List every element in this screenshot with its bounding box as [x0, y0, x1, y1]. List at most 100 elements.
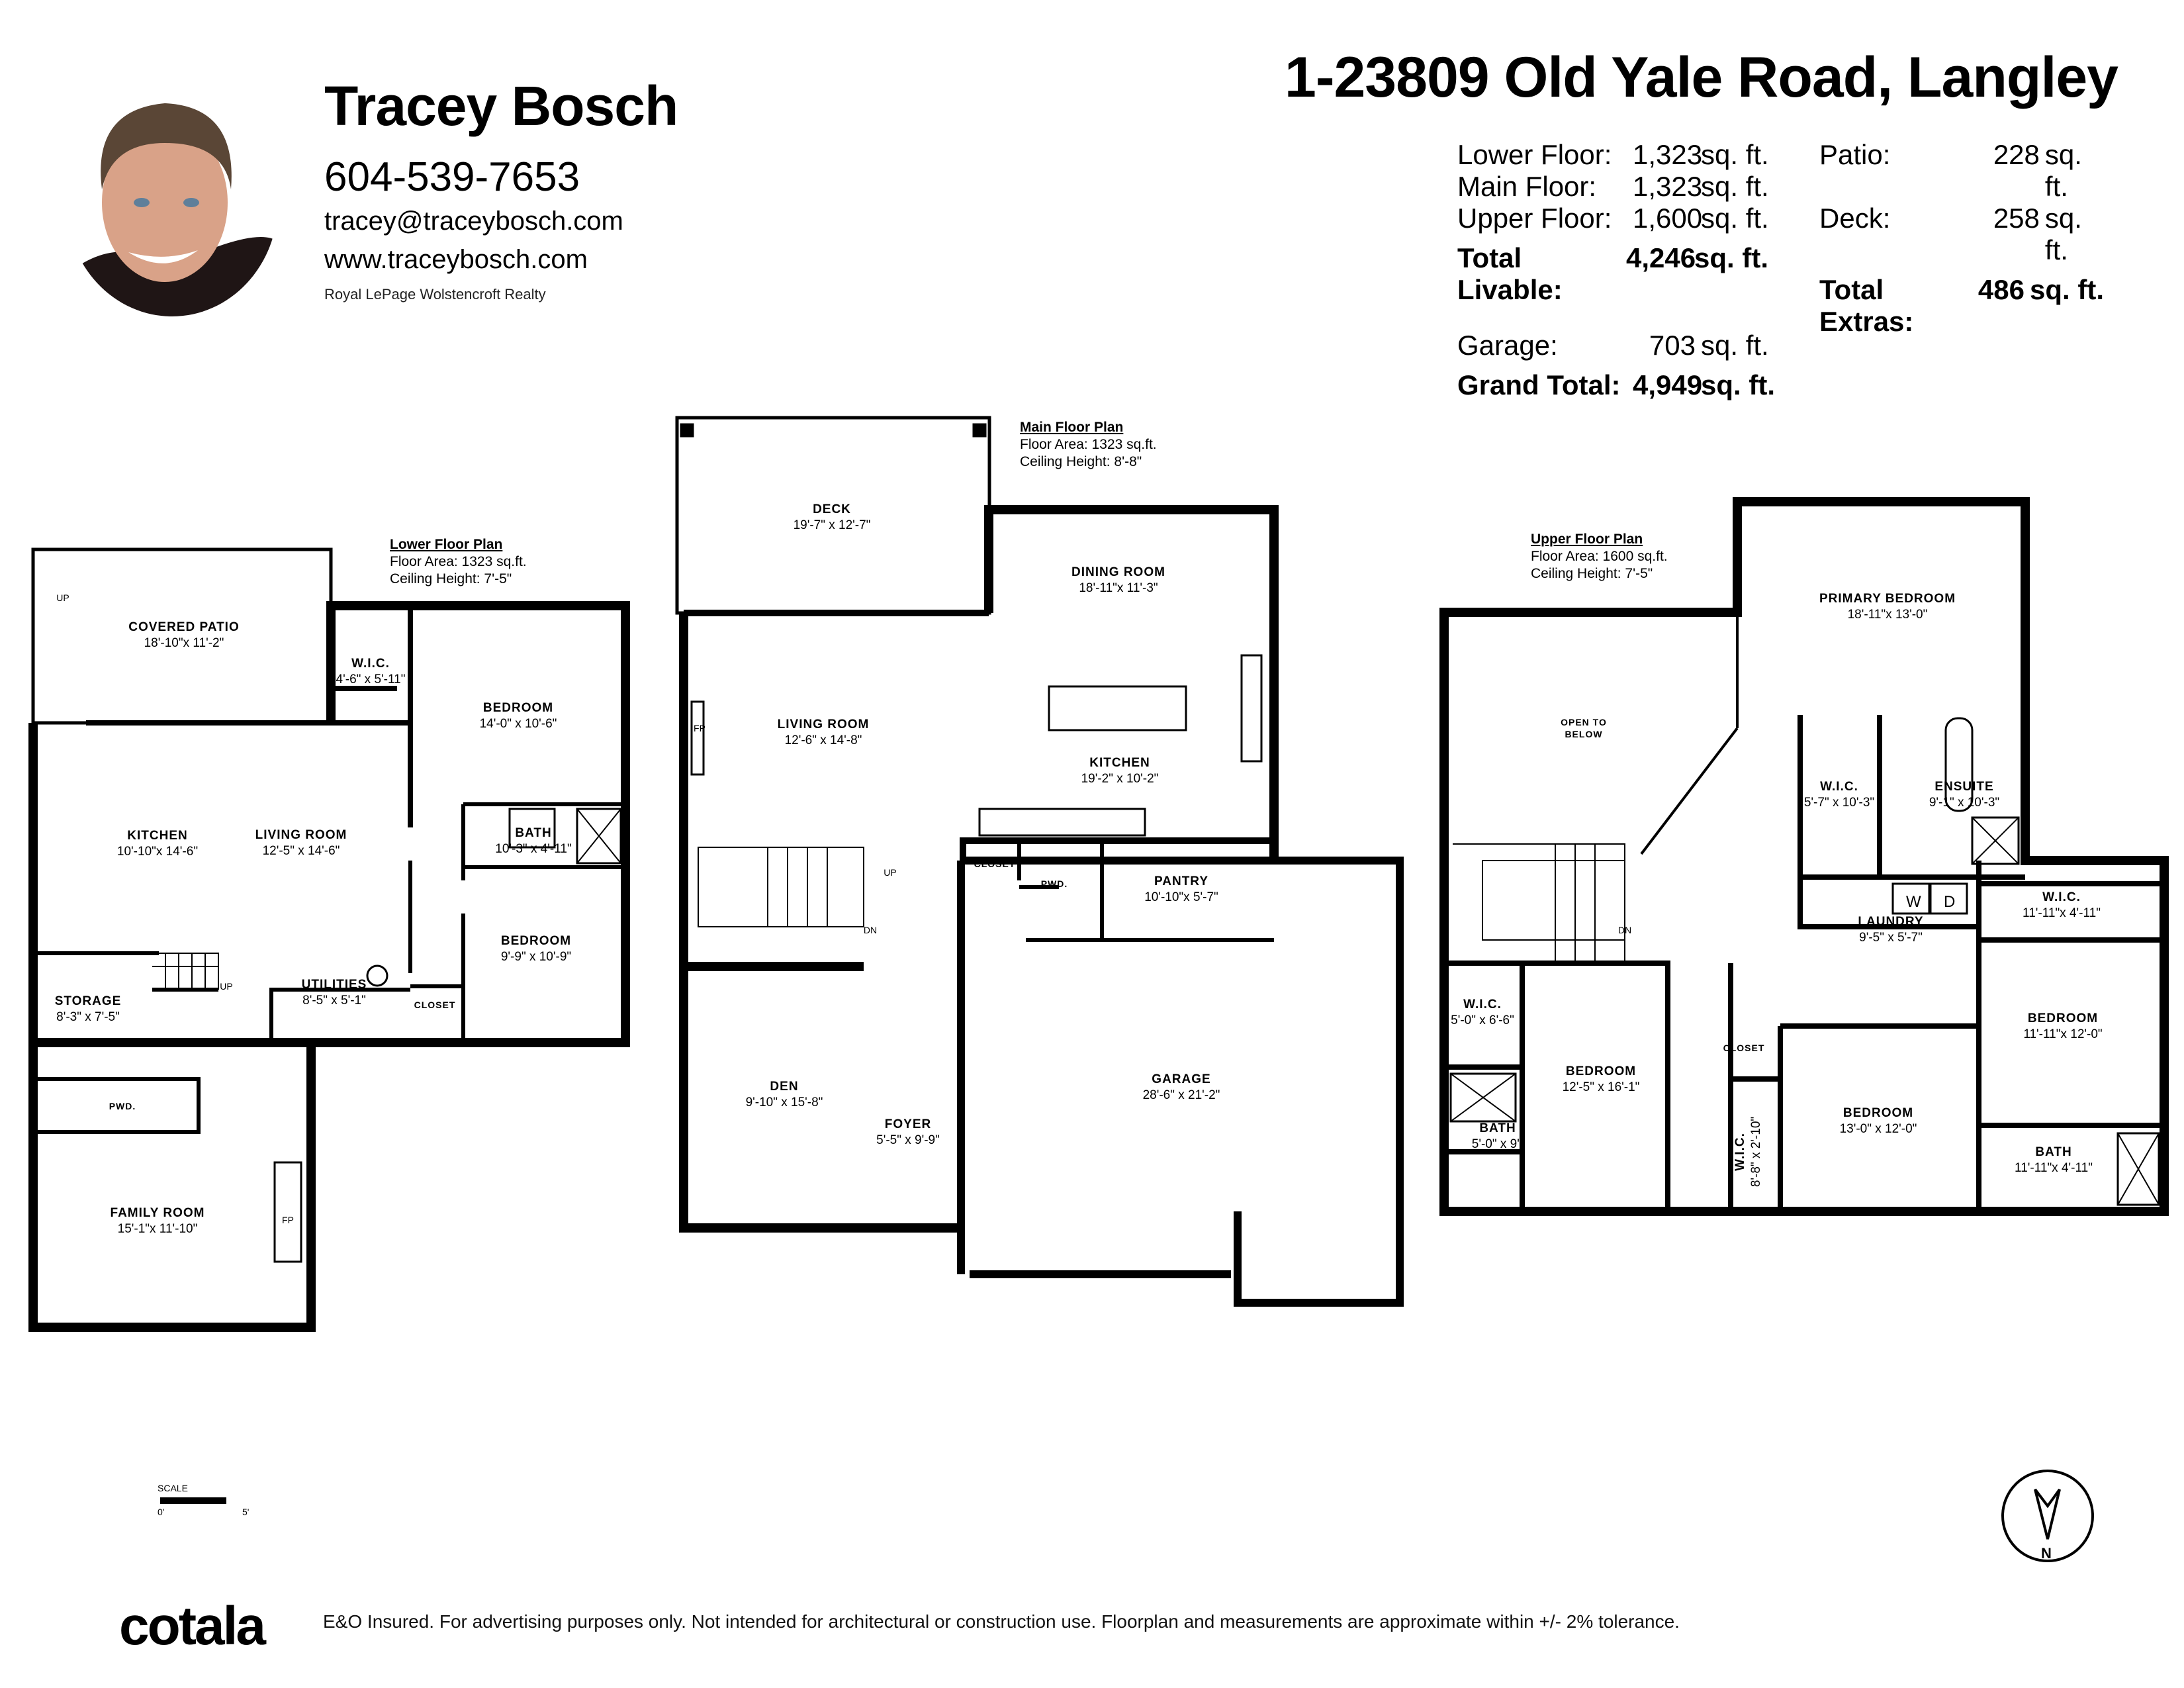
stair-down-marker: DN: [863, 925, 878, 935]
room-wic: W.I.C.4'-6" x 5'-11": [336, 656, 406, 688]
stat-unit: sq. ft.: [1701, 369, 1775, 400]
scale-end: 5': [242, 1507, 250, 1517]
room-name: BEDROOM: [1565, 1064, 1637, 1078]
property-address: 1-23809 Old Yale Road, Langley: [1285, 46, 2118, 109]
room-dims: 12'-5" x 14'-6": [262, 844, 340, 858]
room-dims: 9'-1" x 10'-3": [1929, 796, 2000, 810]
agent-email[interactable]: tracey@traceybosch.com: [324, 207, 623, 236]
stat-value: 228: [1993, 139, 2040, 170]
stat-value: 4,246: [1626, 242, 1696, 273]
room-name: DECK: [813, 502, 851, 516]
room-name: PWD.: [109, 1101, 136, 1111]
scale-start: 0': [158, 1507, 165, 1517]
room-name: W.I.C.: [1733, 1133, 1747, 1171]
stat-label: Total Livable:: [1457, 242, 1563, 305]
room-dims: 8'-3" x 7'-5": [56, 1010, 120, 1024]
agent-name: Tracey Bosch: [324, 75, 678, 137]
room-laundry: LAUNDRY 9'-5" x 5'-7": [1858, 914, 1923, 946]
room-closet: CLOSET: [1723, 1042, 1765, 1054]
compass-icon: [2001, 1470, 2094, 1562]
room-dims: 18'-11"x 11'-3": [1079, 581, 1158, 595]
room-name: FOYER: [884, 1117, 932, 1131]
washer-label: W: [1906, 893, 1921, 911]
room-name: PRIMARY BEDROOM: [1819, 592, 1956, 606]
agent-website[interactable]: www.traceybosch.com: [324, 245, 588, 274]
plan-ceiling: Ceiling Height: 8'-8": [1020, 454, 1142, 469]
room-dims: 11'-11"x 4'-11": [2023, 906, 2101, 920]
room-dims: 5'-7" x 10'-3": [1803, 796, 1875, 810]
room-name: LIVING ROOM: [777, 718, 870, 731]
stair-up-marker: UP: [56, 592, 69, 603]
stair-up-marker: UP: [884, 867, 897, 878]
room-name: UTILITIES: [301, 978, 367, 992]
room-dims: 18'-11"x 13'-0": [1847, 608, 1928, 622]
room-name: LAUNDRY: [1858, 915, 1924, 929]
scale-bar: [160, 1497, 226, 1504]
room-name: CLOSET: [974, 859, 1016, 869]
room-dims: 4'-6" x 5'-11": [336, 673, 406, 686]
cotala-logo: cotala: [119, 1596, 266, 1656]
room-name: FAMILY ROOM: [110, 1206, 205, 1220]
stat-unit: sq. ft.: [1701, 203, 1769, 234]
room-name: BATH: [2035, 1145, 2072, 1159]
room-name: KITCHEN: [1089, 756, 1150, 770]
room-dims: 5'-0" x 9'-: [1471, 1137, 1524, 1151]
plan-area: Floor Area: 1600 sq.ft.: [1531, 549, 1668, 564]
agent-phone[interactable]: 604-539-7653: [324, 154, 580, 200]
stat-label: Grand Total:: [1457, 369, 1621, 400]
room-wic-2: W.I.C. 11'-11"x 4'-11": [2023, 890, 2101, 921]
agent-avatar-icon: [66, 89, 278, 316]
room-name: BATH: [515, 826, 552, 840]
stat-unit: sq. ft.: [1694, 242, 1768, 273]
room-dims: 14'-0" x 10'-6": [479, 717, 557, 731]
room-wic: W.I.C. 5'-7" x 10'-3": [1804, 779, 1874, 811]
room-name: BATH: [1479, 1121, 1516, 1135]
plan-ceiling: Ceiling Height: 7'-5": [1531, 566, 1653, 581]
room-bath: BATH 5'-0" x 9'-: [1472, 1121, 1524, 1152]
room-name: OPEN TO: [1561, 717, 1607, 727]
stat-unit: sq. ft.: [2044, 139, 2082, 202]
plan-title: Main Floor Plan: [1020, 420, 1124, 435]
agent-photo: [66, 77, 279, 318]
room-dims: 5'-5" x 9'-9": [876, 1133, 940, 1147]
stat-value: 703: [1649, 330, 1696, 361]
room-name: W.I.C.: [2042, 890, 2081, 904]
room-name: PWD.: [1040, 878, 1068, 889]
room-wic-4: W.I.C.8'-8" x 2'-10": [1733, 1117, 1764, 1187]
room-name: ENSUITE: [1934, 780, 1994, 794]
stat-unit: sq. ft.: [2044, 203, 2082, 265]
room-dims: 10'-10"x 14'-6": [116, 845, 199, 859]
compass-north-label: N: [2041, 1545, 2052, 1562]
room-name: W.I.C.: [1820, 780, 1858, 794]
stat-value: 486: [1978, 274, 2025, 305]
stat-label: Garage:: [1457, 330, 1558, 361]
main-plan-header: Main Floor Plan Floor Area: 1323 sq.ft. …: [1020, 419, 1157, 471]
room-dims: 12'-6" x 14'-8": [784, 733, 862, 747]
agent-brokerage: Royal LePage Wolstencroft Realty: [324, 286, 546, 303]
stat-unit: sq. ft.: [1701, 139, 1769, 170]
stair-down-marker: DN: [1617, 925, 1632, 935]
plan-area: Floor Area: 1323 sq.ft.: [1020, 437, 1157, 452]
stat-unit: sq. ft.: [2030, 274, 2104, 305]
stat-value: 4,949: [1633, 369, 1703, 400]
room-name: CLOSET: [1723, 1043, 1765, 1053]
upper-plan-header: Upper Floor Plan Floor Area: 1600 sq.ft.…: [1531, 531, 1668, 583]
plan-ceiling: Ceiling Height: 7'-5": [390, 571, 512, 586]
room-dims: 9'-5" x 5'-7": [1859, 931, 1923, 945]
